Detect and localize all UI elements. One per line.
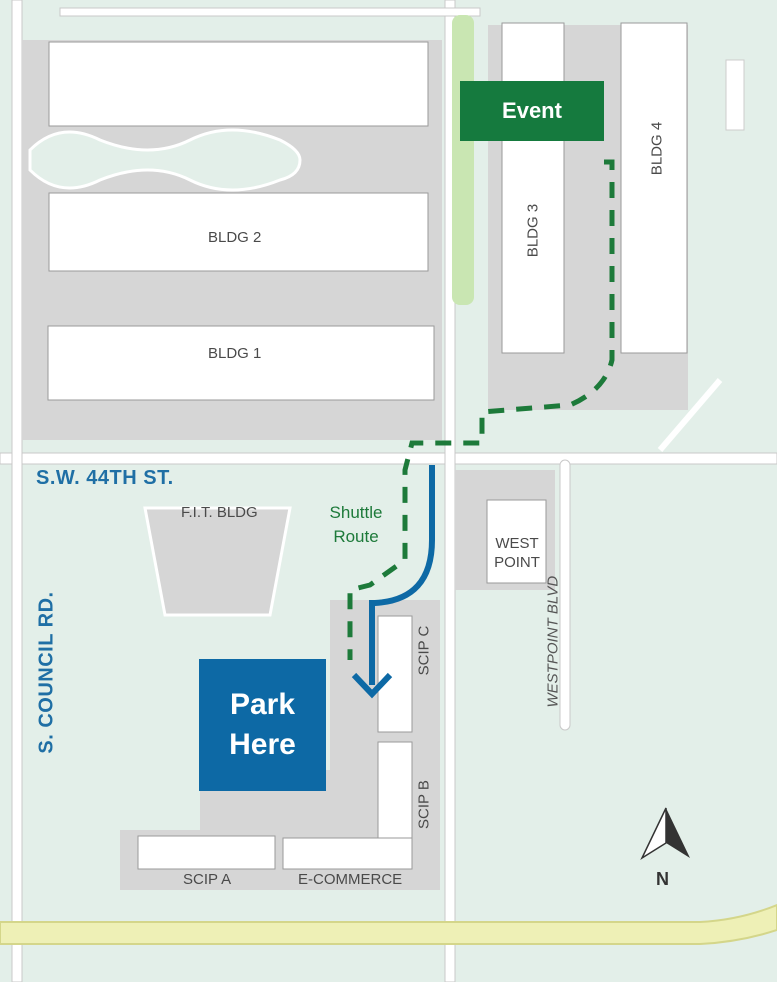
street-council-label: S. COUNCIL RD. [35,591,58,754]
bldg2-south-wing [48,192,429,272]
ecommerce-label: E-COMMERCE [298,871,403,888]
fit-label: F.I.T. BLDG [181,504,258,521]
shuttle-route-label: Shuttle Route [313,501,399,549]
westpoint-label: WEST POINT [493,534,541,572]
bldg3-shape [501,22,565,354]
small-building-ne [725,59,745,131]
event-callout: Event [460,81,604,141]
shuttle-route-label-line1: Shuttle [329,503,383,522]
westpoint-label-line1: WEST [495,535,539,552]
road-council [11,0,23,982]
scip-a-shape [137,835,276,870]
road-sw-44th [0,452,777,465]
scip-a-label: SCIP A [183,871,232,888]
bldg2-north-wing [48,41,429,127]
scip-c-shape [377,615,413,733]
scip-c-label: SCIP C [415,625,433,676]
buildings [47,22,688,870]
drive-route-line [369,465,435,685]
ecommerce-shape [282,837,413,870]
street-sw-44th-label: S.W. 44TH ST. [36,467,174,489]
highway [0,903,777,945]
path-ne [657,378,723,452]
westpoint-label-line2: POINT [494,554,540,571]
compass-label: N [656,869,669,889]
bldg1-label: BLDG 1 [208,345,262,362]
shuttle-route-label-line2: Route [333,527,379,546]
bldg3-label: BLDG 3 [524,203,542,258]
fit-building-shape [143,506,292,617]
street-westpoint-blvd-label: WESTPOINT BLVD [544,575,562,708]
scip-b-label: SCIP B [415,780,433,829]
road-westpoint-blvd [559,459,571,731]
lot-south [120,600,440,890]
bldg1-shape [47,325,435,401]
shuttle-route-line [347,159,615,660]
road-north [59,7,481,17]
green-median [452,15,474,305]
arrow-down-icon [351,672,393,699]
westpoint-shape [486,499,547,584]
park-here-line1: Park [229,688,296,721]
park-here-line2: Here [229,728,296,761]
bldg2-label: BLDG 2 [208,229,262,246]
courtyard [28,128,302,192]
bldg4-shape [620,22,688,354]
park-here-callout: Park Here [199,659,326,791]
north-arrow-icon [640,807,690,861]
bldg4-label: BLDG 4 [648,121,666,176]
